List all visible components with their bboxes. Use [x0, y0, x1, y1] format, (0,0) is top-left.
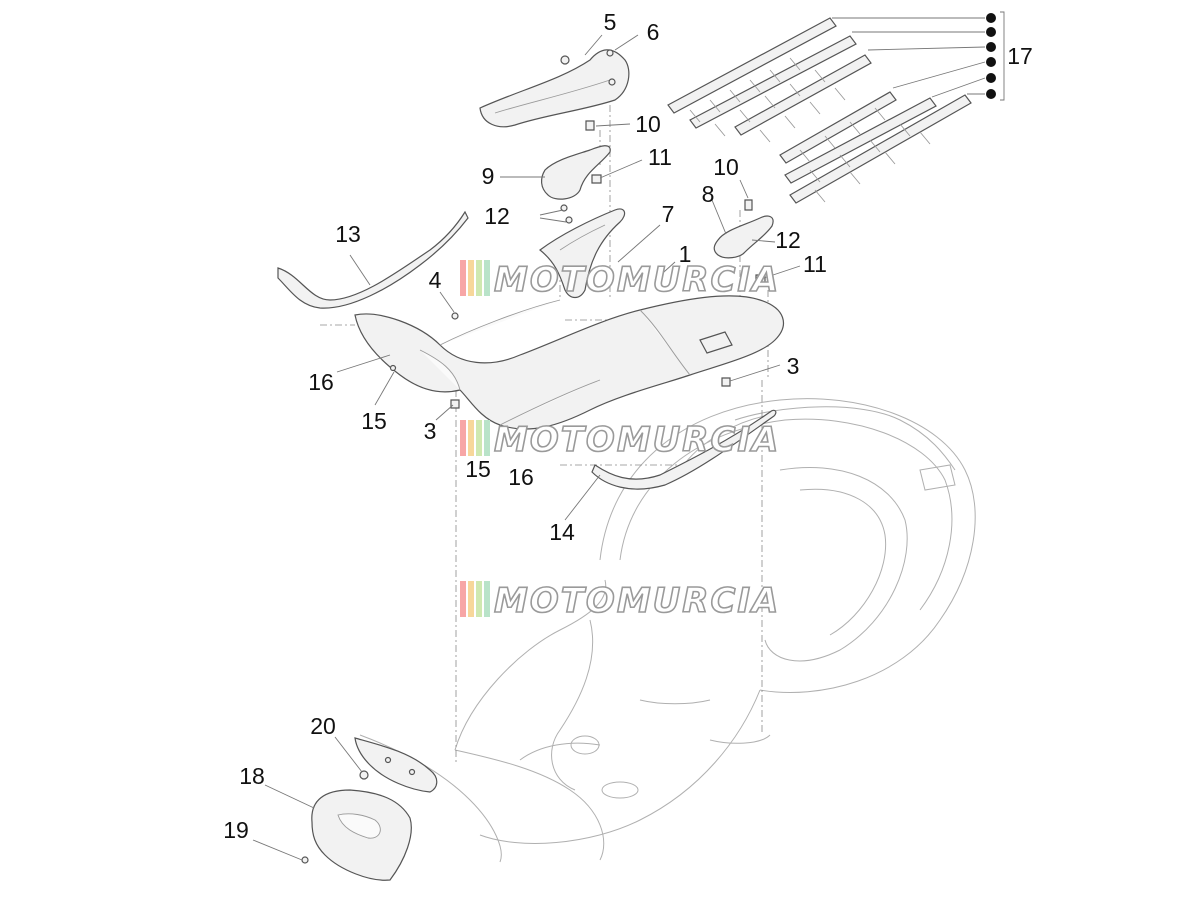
leader-lines [252, 17, 986, 861]
part-17-strips [667, 17, 972, 204]
callout-7: 7 [662, 201, 675, 227]
watermark-1-text: MOTOMURCIA [494, 260, 780, 300]
watermark-2-text: MOTOMURCIA [494, 420, 780, 460]
callout-11-right: 11 [803, 251, 827, 277]
callout-3-left: 3 [424, 418, 437, 444]
callout-14: 14 [549, 519, 575, 545]
callout-16-bottom: 16 [508, 464, 534, 490]
small-hardware [384, 204, 731, 776]
part-11-clip-left [591, 174, 602, 184]
scooter-body-frame [359, 398, 976, 863]
callout-labels: 5 6 17 10 9 11 10 8 12 7 13 12 1 11 4 3 … [223, 9, 1033, 843]
callout-12-left: 12 [484, 203, 510, 229]
part-20-screw [359, 770, 369, 780]
lower-bracket [354, 737, 438, 793]
part-7-tunnel-bracket [539, 208, 626, 299]
callout-17: 17 [1007, 43, 1033, 69]
part-6-screw [606, 49, 614, 57]
callout-16-left: 16 [308, 369, 334, 395]
part-8-hook [713, 215, 774, 259]
part-14-edge-right [591, 409, 777, 490]
part-9-hook [541, 145, 611, 200]
callout-11-top: 11 [648, 144, 672, 170]
callout-15-bottom: 15 [465, 456, 491, 482]
callout-12-right: 12 [775, 227, 801, 253]
watermark-1: MOTOMURCIA [460, 259, 780, 301]
callout-13: 13 [335, 221, 361, 247]
callout-20: 20 [310, 713, 336, 739]
callout-15-left: 15 [361, 408, 387, 434]
callout-9: 9 [482, 163, 495, 189]
part-13-edge-left [277, 210, 469, 309]
part-5-cover [479, 49, 630, 128]
callout-8: 8 [702, 181, 715, 207]
part-17-markers [986, 11, 1005, 101]
callout-1: 1 [679, 241, 692, 267]
callout-10-right: 10 [713, 154, 739, 180]
watermark-3-text: MOTOMURCIA [494, 581, 780, 621]
part-10-screw-right [744, 199, 753, 211]
part-1-footboard [354, 295, 784, 430]
callout-6: 6 [647, 19, 660, 45]
part-11-clip-right [755, 274, 766, 285]
part-10-screw-top [585, 120, 595, 131]
watermark-2: MOTOMURCIA [460, 419, 780, 461]
callout-4: 4 [429, 267, 442, 293]
watermark-3: MOTOMURCIA [460, 580, 780, 622]
callout-18: 18 [239, 763, 265, 789]
callout-10-top: 10 [635, 111, 661, 137]
callout-19: 19 [223, 817, 249, 843]
part-18-lower-panel [301, 789, 412, 881]
callout-3-right: 3 [787, 353, 800, 379]
callout-5: 5 [604, 9, 617, 35]
